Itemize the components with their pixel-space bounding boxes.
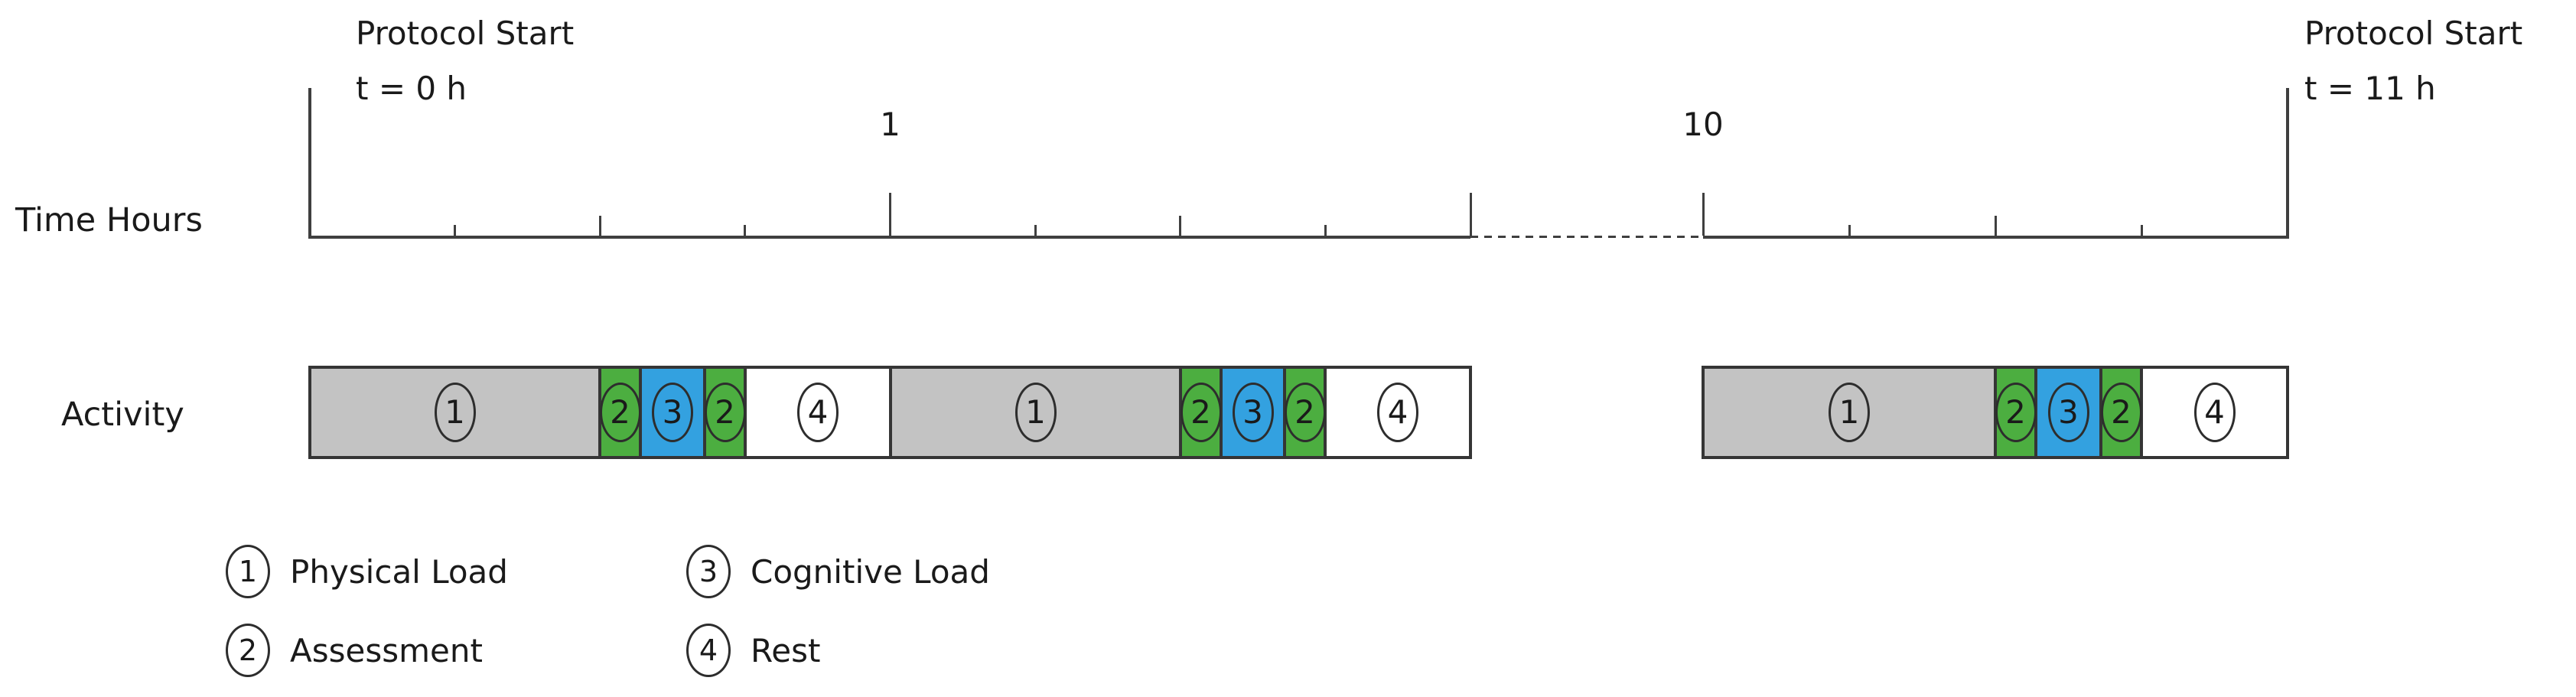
time-axis-row-label: Time Hours [15, 201, 203, 239]
axis-tick [1179, 216, 1182, 236]
protocol-start-line1: Protocol Start [356, 15, 575, 52]
legend-item-label: Physical Load [290, 552, 508, 591]
axis-tick [2140, 225, 2143, 236]
activity-block-physical-load: 1 [1703, 367, 1995, 458]
axis-line-dashed [1470, 236, 1703, 238]
activity-number-badge: 4 [797, 383, 839, 442]
axis-tick [1702, 193, 1705, 236]
legend-item-label: Rest [751, 631, 821, 669]
activity-block-assessment: 2 [2100, 367, 2142, 458]
activity-number-badge: 2 [1995, 383, 2037, 442]
activity-block-physical-load: 1 [310, 367, 600, 458]
axis-hour-label: 10 [1682, 106, 1724, 143]
axis-tick [1034, 225, 1037, 236]
activity-block-assessment: 2 [1995, 367, 2037, 458]
activity-number-badge: 1 [1829, 383, 1870, 442]
activity-block-physical-load: 1 [891, 367, 1181, 458]
axis-tick [454, 225, 457, 236]
activity-block-rest: 4 [2141, 367, 2288, 458]
activity-block-rest: 4 [745, 367, 891, 458]
axis-hour-label: 1 [880, 106, 900, 143]
activity-block-assessment: 2 [599, 367, 641, 458]
axis-tick [1469, 193, 1472, 236]
axis-tick [598, 216, 601, 236]
activity-number-badge: 3 [2047, 383, 2089, 442]
activity-block-assessment: 2 [704, 367, 746, 458]
legend-item-label: Assessment [290, 631, 483, 669]
legend-item-physical-load: 1 Physical Load [226, 545, 508, 598]
activity-number-badge: 1 [1014, 383, 1057, 442]
activity-block-rest: 4 [1325, 367, 1470, 458]
legend-number-badge: 3 [686, 545, 731, 598]
protocol-end-annotation: Protocol Start t = 11 h [2304, 6, 2522, 116]
protocol-start-annotation: Protocol Start t = 0 h [356, 6, 574, 116]
axis-tick [889, 193, 891, 236]
legend-item-label: Cognitive Load [751, 552, 990, 591]
legend-number-badge: 1 [226, 545, 270, 598]
axis-tick [744, 225, 747, 236]
activity-number-badge: 2 [2100, 383, 2142, 442]
activity-number-badge: 4 [2193, 383, 2236, 442]
activity-block-assessment: 2 [1180, 367, 1222, 458]
activity-number-badge: 2 [599, 383, 641, 442]
axis-boundary-line [2286, 88, 2289, 239]
activity-number-badge: 2 [704, 383, 746, 442]
activity-number-badge: 2 [1180, 383, 1222, 442]
axis-line-solid [310, 236, 1470, 239]
legend-number-badge: 2 [226, 624, 270, 677]
activity-number-badge: 1 [434, 383, 476, 442]
activity-block-cognitive-load: 3 [1221, 367, 1285, 458]
protocol-start-time: t = 0 h [356, 70, 467, 107]
legend-item-assessment: 2 Assessment [226, 624, 483, 677]
activity-row-label: Activity [61, 396, 184, 434]
axis-tick [1848, 225, 1851, 236]
legend-item-cognitive-load: 3 Cognitive Load [686, 545, 990, 598]
axis-boundary-line [308, 88, 311, 239]
activity-block-cognitive-load: 3 [640, 367, 705, 458]
axis-tick [1994, 216, 1997, 236]
protocol-end-time: t = 11 h [2304, 70, 2436, 107]
activity-block-assessment: 2 [1284, 367, 1326, 458]
activity-number-badge: 3 [652, 383, 693, 442]
activity-number-badge: 4 [1377, 383, 1418, 442]
legend-item-rest: 4 Rest [686, 624, 821, 677]
axis-tick [1324, 225, 1327, 236]
legend-number-badge: 4 [686, 624, 731, 677]
protocol-end-line1: Protocol Start [2304, 15, 2523, 52]
axis-line-solid [1703, 236, 2288, 239]
activity-number-badge: 3 [1232, 383, 1274, 442]
activity-block-cognitive-load: 3 [2036, 367, 2101, 458]
activity-number-badge: 2 [1284, 383, 1326, 442]
